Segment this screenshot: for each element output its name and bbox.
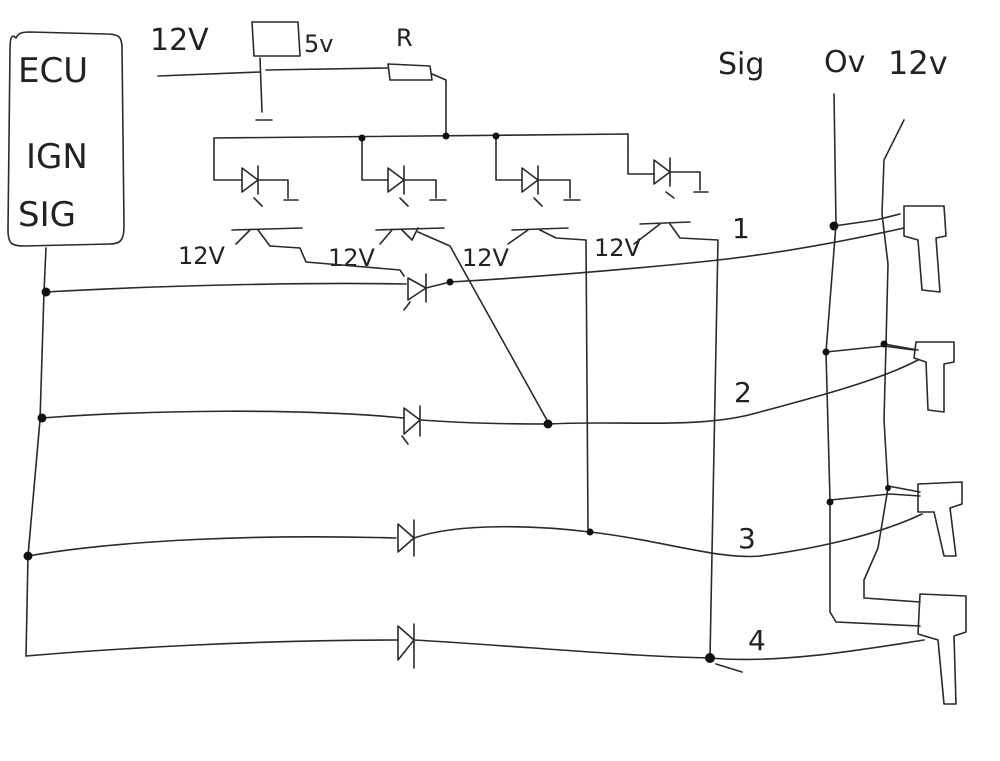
led-3 (521, 165, 581, 207)
transistor-row: 12V 12V 12V 12V (178, 221, 719, 659)
junction-node (492, 132, 500, 140)
junction-node (705, 653, 715, 663)
injector-2 (913, 341, 955, 413)
channel-label-4: 4 (748, 624, 766, 657)
led-1 (241, 165, 299, 207)
channel-3: 3 (23, 513, 923, 561)
ecu-block: ECU IGN SIG (7, 31, 125, 247)
channel-1: 1 (41, 212, 905, 311)
junction-node (586, 528, 594, 536)
channel-2: 2 (37, 359, 919, 445)
led-bus (213, 132, 709, 207)
junction-node (885, 485, 891, 491)
resistor (387, 63, 433, 81)
injector-3 (917, 481, 963, 557)
supply-5v-label: 5v (304, 30, 333, 58)
right-rails (822, 93, 921, 627)
junction-node (880, 340, 888, 348)
supply-12v-label: 12V (150, 23, 209, 58)
junction-node (23, 551, 33, 561)
transistor-12v-label: 12V (462, 244, 510, 272)
channel-label-2: 2 (734, 376, 752, 409)
junction-node (37, 413, 47, 423)
injector-4 (917, 593, 967, 705)
sig-label: SIG (18, 195, 76, 235)
led-4 (653, 157, 709, 199)
junction-node (41, 287, 51, 297)
junction-node (826, 498, 834, 506)
ecu-label: ECU (18, 51, 88, 91)
transistor-12v-label: 12V (594, 234, 642, 262)
led-2 (387, 165, 447, 207)
junction-node (822, 348, 830, 356)
ecu-feed-wire (25, 247, 47, 657)
junction-node (446, 278, 454, 286)
regulator-box (251, 21, 301, 57)
rail-sig-label: Sig (718, 47, 764, 82)
junction-node (829, 221, 839, 231)
rail-ov-label: Ov (824, 45, 865, 80)
ign-label: IGN (26, 137, 88, 177)
supply-section: 12V 5v R (150, 21, 447, 135)
channel-label-3: 3 (738, 522, 756, 555)
rail-0v-wire (825, 93, 921, 627)
junction-node (543, 419, 553, 429)
rail-12v-label: 12v (888, 44, 948, 82)
channel-4: 4 (25, 623, 925, 673)
injector-1 (903, 205, 947, 293)
junction-node (442, 132, 450, 140)
rail-12v-wire (863, 119, 921, 603)
junction-node (358, 134, 366, 142)
transistor-12v-label: 12V (178, 242, 226, 270)
rail-labels: Sig Ov 12v (718, 44, 948, 82)
channel-label-1: 1 (732, 212, 750, 245)
resistor-label: R (396, 24, 413, 52)
